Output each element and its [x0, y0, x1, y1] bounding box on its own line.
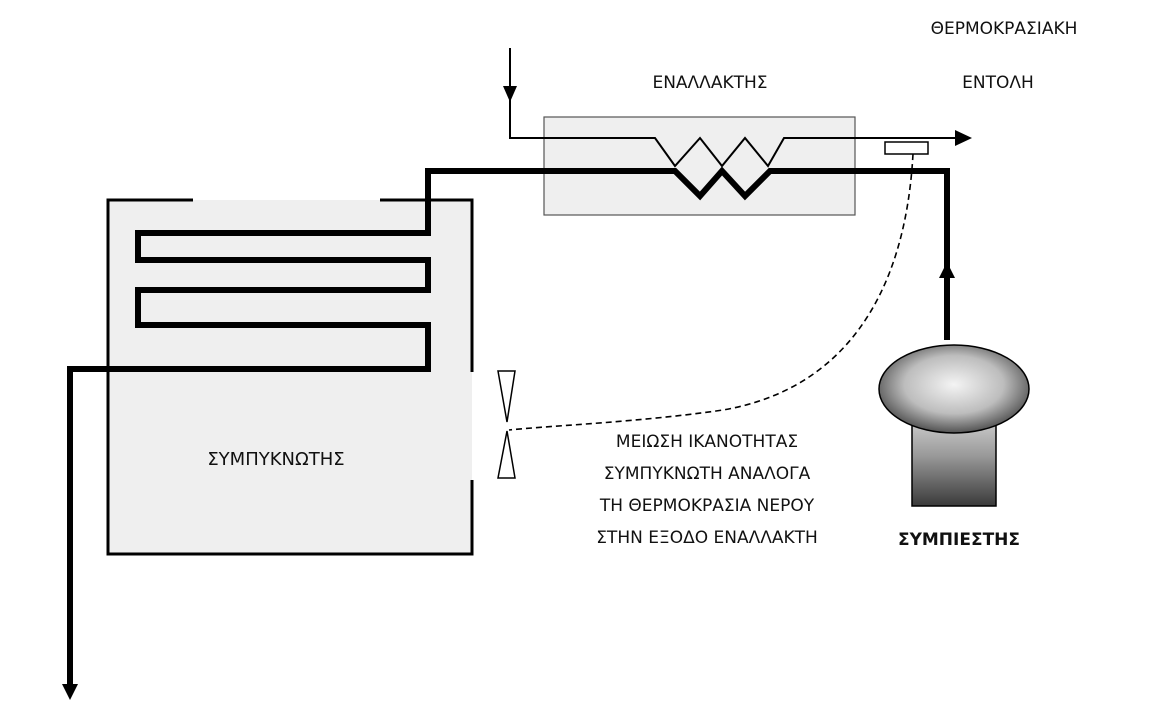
compressor-icon: [878, 344, 1030, 507]
water-inlet-arrow: [503, 86, 517, 102]
exchanger-label: ΕΝΑΛΛΑΚΤΗΣ: [652, 73, 767, 93]
thermo-sensor: [884, 141, 929, 155]
note-line-1: ΜΕΙΩΣΗ ΙΚΑΝΟΤΗΤΑΣ: [616, 432, 798, 452]
heat-exchanger-box: [543, 116, 856, 216]
note-line-2: ΣΥΜΠΥΚΝΩΤΗ ΑΝΑΛΟΓΑ: [604, 464, 811, 484]
thermo-command-label-2: ΕΝΤΟΛΗ: [962, 73, 1034, 93]
compressor-discharge-arrow: [939, 262, 955, 278]
compressor-label: ΣΥΜΠΙΕΣΤΗΣ: [898, 530, 1020, 550]
note-line-4: ΣΤΗΝ ΕΞΟΔΟ ΕΝΑΛΛΑΚΤΗ: [596, 528, 818, 548]
thermo-command-label-1: ΘΕΡΜΟΚΡΑΣΙΑΚΗ: [931, 19, 1078, 39]
water-outlet-arrow: [955, 130, 972, 146]
liquid-outlet-arrow: [62, 684, 78, 700]
fan-icon: [497, 370, 516, 479]
control-signal-line: [508, 153, 914, 431]
note-line-3: ΤΗ ΘΕΡΜΟΚΡΑΣΙΑ ΝΕΡΟΥ: [599, 496, 815, 516]
condenser-box: [108, 200, 472, 554]
refrigerant-line: [67, 166, 950, 690]
condenser-label: ΣΥΜΠΥΚΝΩΤΗΣ: [207, 449, 344, 470]
water-line: [509, 48, 955, 168]
condenser-outline: [106, 198, 474, 556]
